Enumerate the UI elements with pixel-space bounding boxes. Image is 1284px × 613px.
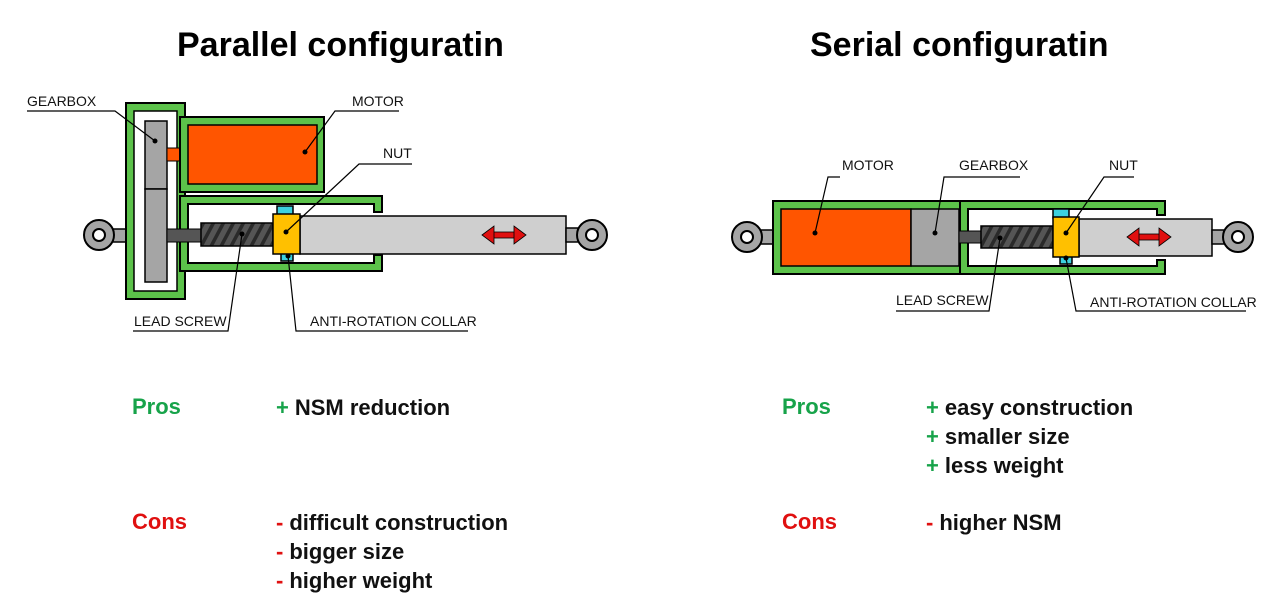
minus-icon: - — [276, 568, 284, 593]
parallel-left-eye-mount — [83, 219, 133, 251]
parallel-cons-list: -difficult construction -bigger size -hi… — [276, 508, 508, 595]
minus-icon: - — [926, 510, 934, 535]
serial-lead-screw-label: LEAD SCREW — [896, 292, 989, 308]
parallel-right-eye-mount — [565, 219, 608, 251]
list-item: -difficult construction — [276, 510, 509, 535]
plus-icon: + — [926, 453, 939, 478]
serial-motor — [780, 208, 912, 267]
minus-icon: - — [276, 539, 284, 564]
parallel-gear-lower — [144, 188, 168, 283]
list-item: -higher NSM — [926, 510, 1062, 535]
serial-gearbox-label: GEARBOX — [959, 157, 1029, 173]
serial-cylinder-frame — [959, 200, 1166, 275]
parallel-cons-heading: Cons — [132, 509, 187, 534]
plus-icon: + — [926, 424, 939, 449]
serial-pros-heading: Pros — [782, 394, 831, 419]
parallel-pros-list: +NSM reduction — [276, 393, 450, 422]
serial-nut — [1052, 216, 1080, 258]
plus-icon: + — [926, 395, 939, 420]
list-item: +less weight — [926, 453, 1064, 478]
serial-pros-list: +easy construction +smaller size +less w… — [926, 393, 1133, 480]
serial-drive-shaft — [958, 230, 982, 244]
parallel-cylinder-frame — [179, 195, 383, 272]
parallel-lead-screw — [200, 222, 274, 247]
serial-nut-label: NUT — [1109, 157, 1138, 173]
parallel-collar-label: ANTI-ROTATION COLLAR — [310, 313, 477, 329]
serial-motor-label: MOTOR — [842, 157, 894, 173]
parallel-gear-upper — [144, 120, 168, 190]
list-item: +NSM reduction — [276, 395, 451, 420]
serial-left-eye-mount — [731, 221, 775, 253]
parallel-motion-arrow-icon — [481, 225, 527, 245]
parallel-motor-label: MOTOR — [352, 93, 404, 109]
parallel-motor — [187, 124, 318, 185]
serial-title: Serial configuratin — [810, 26, 1109, 64]
serial-gearbox — [910, 208, 960, 267]
serial-diagram: MOTOR GEARBOX NUT LEAD SCREW ANTI-ROTATI… — [731, 157, 1257, 312]
list-item: -higher weight — [276, 568, 433, 593]
parallel-diagram: GEARBOX MOTOR NUT LEAD SCREW ANTI-ROTATI… — [27, 93, 608, 332]
list-item: -bigger size — [276, 539, 405, 564]
serial-cons-list: -higher NSM — [926, 508, 1062, 537]
serial-motion-arrow-icon — [1126, 227, 1172, 247]
list-item: +smaller size — [926, 424, 1070, 449]
parallel-nut-label: NUT — [383, 145, 412, 161]
serial-lead-screw — [980, 225, 1054, 249]
parallel-lead-screw-label: LEAD SCREW — [134, 313, 227, 329]
plus-icon: + — [276, 395, 289, 420]
serial-collar-label: ANTI-ROTATION COLLAR — [1090, 294, 1257, 310]
minus-icon: - — [276, 510, 284, 535]
serial-cons-heading: Cons — [782, 509, 837, 534]
parallel-drive-shaft — [166, 228, 202, 243]
parallel-title: Parallel configuratin — [177, 26, 504, 64]
parallel-pros-heading: Pros — [132, 394, 181, 419]
serial-right-eye-mount — [1211, 221, 1254, 253]
parallel-gearbox-label: GEARBOX — [27, 93, 97, 109]
list-item: +easy construction — [926, 395, 1134, 420]
